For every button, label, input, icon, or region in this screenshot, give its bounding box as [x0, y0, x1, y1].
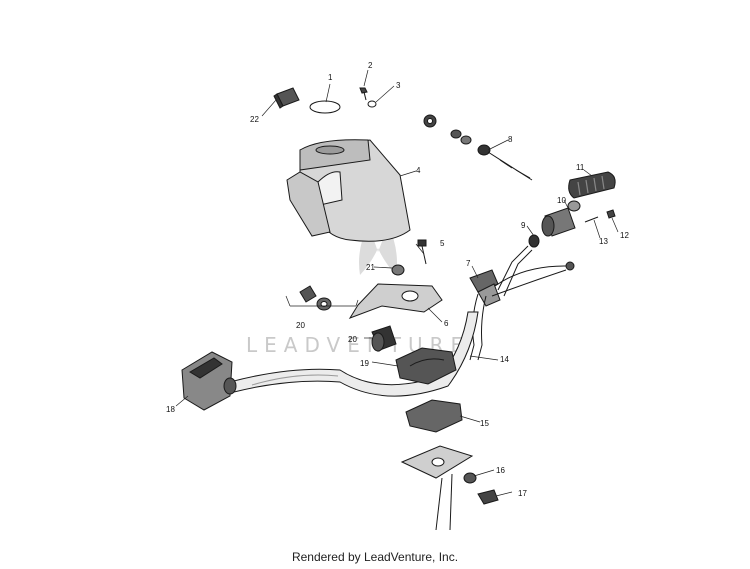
part-19-upper-clamp [395, 347, 457, 385]
callout-19: 19 [360, 359, 369, 368]
part-17-clip [477, 489, 499, 505]
part-3-washer [367, 100, 377, 108]
callout-6: 6 [444, 319, 449, 328]
leader-lines [175, 69, 619, 497]
callout-8: 8 [508, 135, 513, 144]
part-12-nut [606, 209, 616, 219]
callout-15: 15 [480, 419, 489, 428]
part-1-decal [309, 100, 341, 114]
part-4-handlebar-cover [286, 139, 411, 242]
part-8-cable-assembly [423, 114, 533, 181]
part-15-lower-clamp [405, 399, 463, 433]
part-2-screw [359, 87, 368, 101]
footer-credit: Rendered by LeadVenture, Inc. [291, 550, 459, 564]
callout-1: 1 [328, 73, 333, 82]
callout-20-lower: 20 [348, 335, 357, 344]
callout-11: 11 [576, 163, 585, 172]
callout-20-upper: 20 [296, 321, 305, 330]
callout-18: 18 [166, 405, 175, 414]
part-21-washer [391, 264, 405, 276]
part-7-brake-master-cylinder [469, 245, 575, 361]
callout-14: 14 [500, 355, 509, 364]
watermark: LEADVENTURE [246, 225, 463, 357]
part-16-nut [463, 472, 477, 484]
callout-3: 3 [396, 81, 401, 90]
callout-10: 10 [557, 196, 566, 205]
callout-12: 12 [620, 231, 629, 240]
callout-17: 17 [518, 489, 527, 498]
part-13-screw [584, 216, 599, 223]
callout-2: 2 [368, 61, 373, 70]
callout-4: 4 [416, 166, 421, 175]
part-14-handlebar [229, 311, 479, 397]
callouts: 1 2 3 4 5 6 7 8 9 10 11 12 13 14 15 16 1… [166, 61, 629, 498]
part-10-throttle-housing [541, 200, 581, 237]
part-20-switch-upper [299, 285, 332, 311]
callout-13: 13 [599, 237, 608, 246]
part-5-bolt [417, 239, 427, 265]
steering-post-plate [400, 445, 474, 531]
callout-16: 16 [496, 466, 505, 475]
callout-9: 9 [521, 221, 526, 230]
callout-5: 5 [440, 239, 445, 248]
part-22-pad [273, 87, 300, 109]
callout-7: 7 [466, 259, 471, 268]
part-18-switch-housing [181, 351, 237, 411]
callout-22: 22 [250, 115, 259, 124]
part-11-grip [568, 171, 616, 199]
part-20-switch-lower [371, 325, 397, 352]
callout-21: 21 [366, 263, 375, 272]
part-6-bracket-plate [348, 283, 443, 319]
part-9-collar [528, 234, 540, 248]
